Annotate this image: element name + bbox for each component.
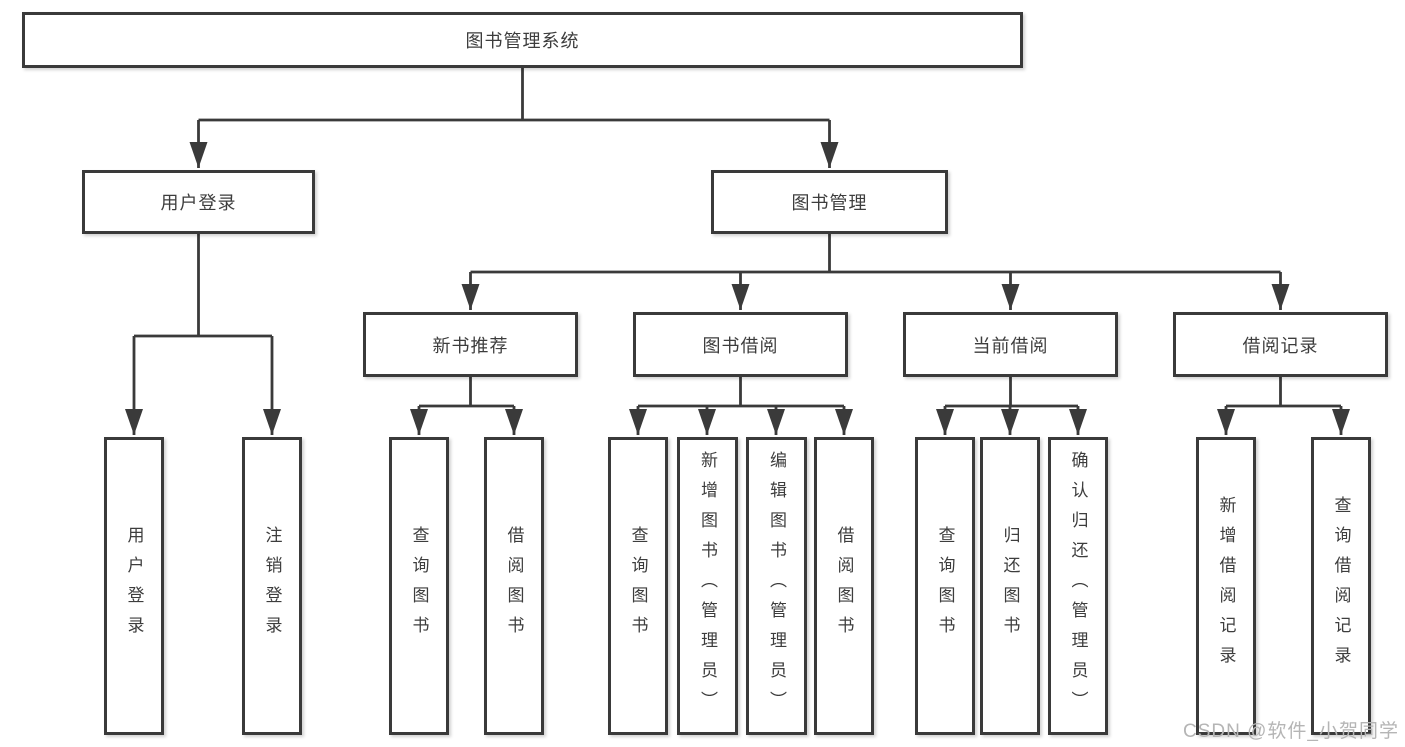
node-user-login-label: 用户登录 [160,193,237,213]
connector-user-login-to-leaves [125,234,281,435]
connector-current-borrow-to-leaves [936,377,1087,435]
connector-borrow-records-to-leaves [1217,377,1350,435]
leaf-recommend-borrow-books: 借阅图书 [484,437,544,735]
leaf-edit-book-admin: 编辑图书（管理员） [746,437,807,735]
leaf-confirm-return-admin-label: 确认归还（管理员） [1068,451,1088,721]
node-library-management-system-label: 图书管理系统 [465,31,580,51]
leaf-confirm-return-admin: 确认归还（管理员） [1048,437,1108,735]
leaf-add-borrow-record: 新增借阅记录 [1196,437,1256,735]
node-current-borrow-label: 当前借阅 [972,335,1049,356]
leaf-borrow-books-label: 借阅图书 [834,526,854,646]
leaf-logout: 注销登录 [242,437,302,735]
node-borrow-records: 借阅记录 [1173,312,1388,377]
leaf-user-login: 用户登录 [104,437,164,735]
leaf-current-query-books-label: 查询图书 [935,526,955,646]
leaf-logout-label: 注销登录 [262,526,282,646]
node-user-login: 用户登录 [82,170,315,234]
leaf-return-books-label: 归还图书 [1000,526,1020,646]
leaf-borrow-books: 借阅图书 [814,437,874,735]
connector-new-book-recommend-to-leaves [410,377,523,435]
leaf-recommend-query-books: 查询图书 [389,437,449,735]
connector-book-management-to-level3 [461,234,1290,310]
node-book-borrow-label: 图书借阅 [702,335,779,356]
leaf-borrow-query-books-label: 查询图书 [628,526,648,646]
node-book-management: 图书管理 [711,170,948,234]
leaf-query-borrow-record-label: 查询借阅记录 [1331,496,1351,676]
leaf-edit-book-admin-label: 编辑图书（管理员） [767,451,786,721]
leaf-recommend-query-books-label: 查询图书 [409,526,429,646]
leaf-recommend-borrow-books-label: 借阅图书 [504,526,524,646]
leaf-return-books: 归还图书 [980,437,1040,735]
connector-root-to-level2 [189,68,839,168]
leaf-borrow-query-books: 查询图书 [608,437,668,735]
node-new-book-recommend-label: 新书推荐 [432,335,509,356]
node-library-management-system: 图书管理系统 [22,12,1023,68]
node-borrow-records-label: 借阅记录 [1242,335,1319,356]
leaf-query-borrow-record: 查询借阅记录 [1311,437,1371,735]
leaf-user-login-label: 用户登录 [124,526,144,646]
node-book-borrow: 图书借阅 [633,312,848,377]
leaf-add-book-admin-label: 新增图书（管理员） [698,451,717,721]
connector-book-borrow-to-leaves [629,377,853,435]
leaf-add-book-admin: 新增图书（管理员） [677,437,738,735]
leaf-add-borrow-record-label: 新增借阅记录 [1216,496,1236,676]
csdn-watermark: CSDN @软件_小贺同学 [1183,721,1399,742]
node-new-book-recommend: 新书推荐 [363,312,578,377]
node-current-borrow: 当前借阅 [903,312,1118,377]
node-book-management-label: 图书管理 [791,193,868,213]
leaf-current-query-books: 查询图书 [915,437,975,735]
